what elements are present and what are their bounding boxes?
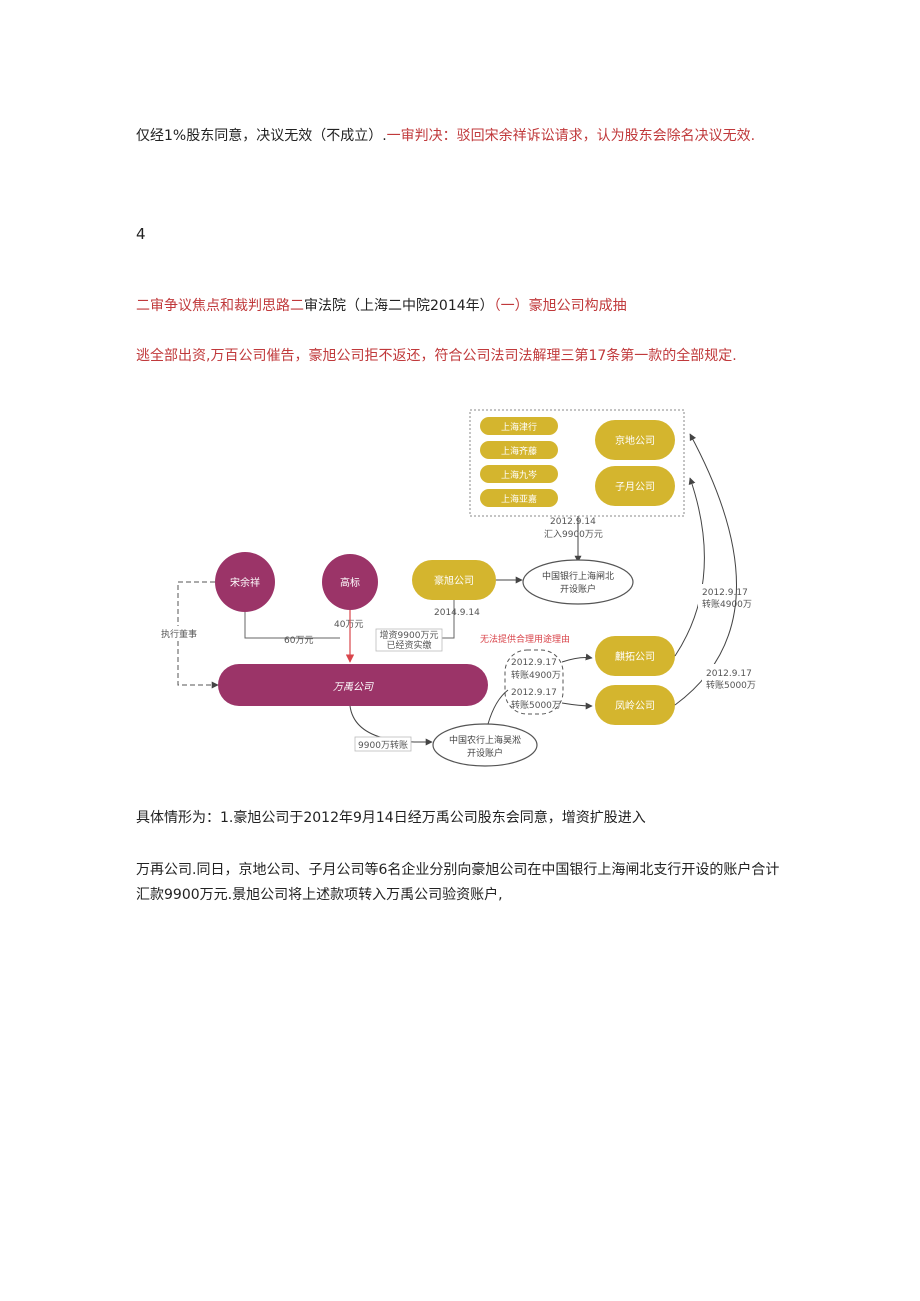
investor-label: 上海津行 bbox=[501, 421, 537, 433]
return-arrow-b bbox=[674, 433, 737, 706]
paragraph-details-3: 汇款9900万元.景旭公司将上述款项转入万禹公司验资账户, bbox=[136, 887, 503, 903]
haoxu-company-node bbox=[412, 560, 496, 600]
transfer-dashed-box bbox=[504, 649, 564, 715]
transfer-amount: 汇入9900万元 bbox=[544, 529, 603, 540]
second-instance-red-2: （一）豪旭公司构成抽 bbox=[493, 298, 627, 314]
abc-account-node bbox=[432, 723, 538, 767]
fengling-company-node bbox=[595, 685, 675, 725]
paragraph-details-2: 万再公司.同日，京地公司、子月公司等6名企业分别向豪旭公司在中国银行上海闸北支行… bbox=[136, 862, 780, 878]
investor-label: 上海齐藤 bbox=[501, 445, 537, 457]
return-a-bg bbox=[698, 584, 754, 610]
judgment-text-black: 仅经1%股东同意，决议无效（不成立）. bbox=[136, 128, 387, 144]
boc-account-label: 开设账户 bbox=[560, 583, 596, 595]
second-instance-black: 审法院（上海二中院2014年） bbox=[304, 298, 494, 314]
capital-note-box bbox=[375, 628, 443, 652]
transfer-9900-arrow bbox=[349, 705, 433, 746]
judgment-text-red: 一审判决：驳回宋余祥诉讼请求，认为股东会除名决议无效. bbox=[386, 128, 756, 144]
return-b-date: 2012.9.17 bbox=[706, 669, 752, 679]
transfer-1-amount: 转账4900万 bbox=[511, 669, 561, 681]
abc-account-label: 中国农行上海昊淞 bbox=[449, 734, 521, 746]
transfer-date: 2012.9.14 bbox=[550, 517, 596, 527]
no-reasonable-purpose-note: 无法提供合理用途理由 bbox=[480, 633, 570, 645]
contribution-line-song bbox=[244, 612, 340, 639]
transfer-9900-box bbox=[354, 736, 412, 752]
investor-pill bbox=[480, 489, 558, 507]
jingdi-company-label: 京地公司 bbox=[615, 434, 655, 447]
return-a-amount: 转账4900万 bbox=[702, 598, 752, 610]
paragraph-second-instance: 二审争议焦点和裁判思路二审法院（上海二中院2014年）（一）豪旭公司构成抽 bbox=[136, 296, 627, 316]
jingdi-company-node bbox=[595, 420, 675, 460]
abc-account-label: 开设账户 bbox=[467, 747, 503, 759]
qituo-company-node bbox=[595, 636, 675, 676]
exec-director-label: 执行董事 bbox=[161, 628, 197, 640]
ziyue-company-label: 子月公司 bbox=[615, 481, 655, 493]
abc-to-transfer-line bbox=[487, 689, 509, 725]
person-label: 宋余祥 bbox=[230, 576, 260, 589]
investor-pill bbox=[480, 465, 558, 483]
transfer-2-amount: 转账5000万 bbox=[511, 699, 561, 711]
page-number: 4 bbox=[136, 225, 146, 243]
transfer-2-arrow bbox=[561, 702, 593, 710]
fengling-company-label: 凤岭公司 bbox=[615, 699, 655, 712]
transfer-2-date: 2012.9.17 bbox=[511, 688, 557, 698]
paragraph-details-1: 具体情形为：1.豪旭公司于2012年9月14日经万禹公司股东会同意，增资扩股进入 bbox=[136, 810, 646, 826]
amount-60: 60万元 bbox=[284, 636, 313, 646]
capital-line bbox=[440, 600, 455, 639]
haoxu-date: 2014.9.14 bbox=[434, 608, 480, 618]
second-instance-red-1: 二审争议焦点和裁判思路二 bbox=[136, 298, 304, 314]
transfer-9900-label: 9900万转账 bbox=[358, 739, 408, 751]
boc-account-node bbox=[522, 559, 634, 605]
qituo-company-label: 麒拓公司 bbox=[615, 650, 655, 663]
return-a-date: 2012.9.17 bbox=[702, 588, 748, 598]
capital-note: 增资9900万元 bbox=[380, 629, 439, 641]
wanyu-company-node bbox=[218, 664, 488, 706]
paragraph-withdrawal: 逃全部出资,万百公司催告，豪旭公司拒不返还，符合公司法司法解理三第17条第一款的… bbox=[136, 348, 737, 364]
return-arrow-a bbox=[674, 477, 705, 657]
person-label: 高标 bbox=[340, 576, 360, 589]
fund-flow-diagram: 上海津行 上海齐藤 上海九岑 上海亚嘉 京地公司 子月公司 2012.9.14 … bbox=[152, 409, 762, 767]
ziyue-company-node bbox=[595, 466, 675, 506]
investor-pill bbox=[480, 441, 558, 459]
transfer-1-arrow bbox=[561, 653, 593, 663]
return-b-bg bbox=[702, 664, 762, 690]
investor-pill bbox=[480, 417, 558, 435]
investor-label: 上海九岑 bbox=[501, 469, 537, 481]
paragraph-judgment: 仅经1%股东同意，决议无效（不成立）.一审判决：驳回宋余祥诉讼请求，认为股东会除… bbox=[136, 126, 755, 146]
boc-account-label: 中国银行上海闸北 bbox=[542, 570, 614, 582]
investor-label: 上海亚嘉 bbox=[501, 493, 537, 505]
amount-40: 40万元 bbox=[334, 620, 363, 630]
capital-note: 已经资实缴 bbox=[386, 639, 431, 651]
exec-director-bg bbox=[152, 626, 206, 640]
person-node-song bbox=[215, 552, 275, 612]
transfer-1-date: 2012.9.17 bbox=[511, 658, 557, 668]
person-node-gao bbox=[322, 554, 378, 610]
return-b-amount: 转账5000万 bbox=[706, 679, 756, 691]
wanyu-company-label: 万禹公司 bbox=[333, 681, 374, 693]
haoxu-company-label: 豪旭公司 bbox=[434, 574, 474, 587]
